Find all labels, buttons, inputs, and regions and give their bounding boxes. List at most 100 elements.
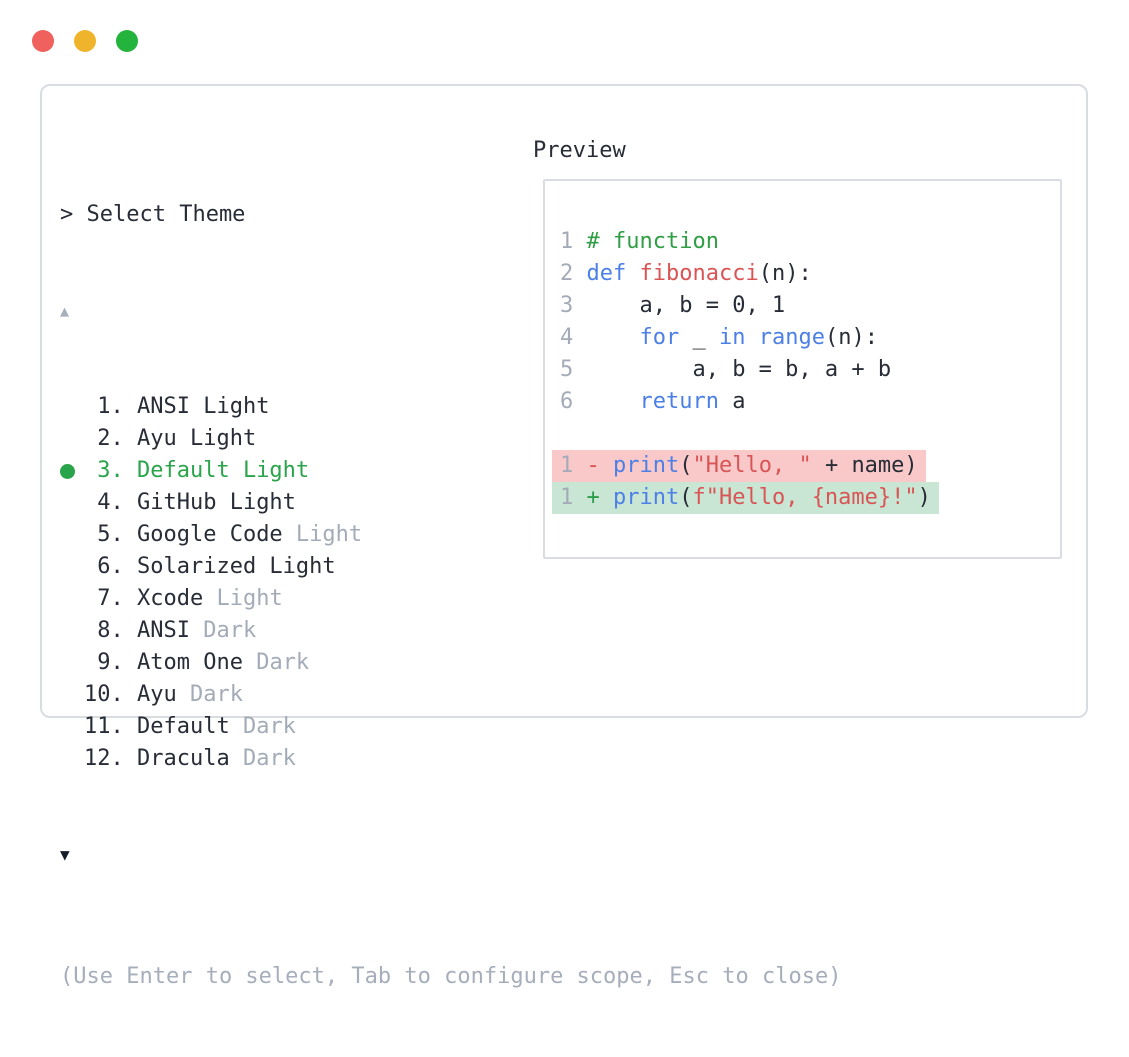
code-token: "Hello, " xyxy=(692,453,812,478)
row-gutter xyxy=(60,583,84,615)
theme-option-atom-one-dark[interactable]: 9. Atom One Dark xyxy=(60,647,841,679)
triangle-up-icon: ▲ xyxy=(60,302,70,320)
selected-indicator-dot xyxy=(60,463,75,479)
code-token: print xyxy=(613,453,680,478)
row-gutter xyxy=(60,647,84,679)
triangle-down-icon: ▼ xyxy=(60,845,70,864)
theme-name: Atom One xyxy=(136,650,243,675)
line-number: 4 xyxy=(560,325,587,350)
code-token: + name) xyxy=(811,453,918,478)
code-token: a, b = 0, 1 xyxy=(586,293,786,318)
theme-number: 5. xyxy=(84,522,137,547)
line-number: 1 xyxy=(560,485,587,510)
theme-name-variant: Dark xyxy=(242,650,310,675)
code-token: print xyxy=(613,485,680,510)
scroll-down-indicator[interactable]: ▼ xyxy=(60,839,841,871)
line-number: 2 xyxy=(560,261,587,286)
row-gutter xyxy=(60,711,84,743)
theme-name: Default xyxy=(136,714,230,739)
scroll-up-indicator[interactable]: ▲ xyxy=(60,295,841,327)
code-token: _ xyxy=(679,325,719,350)
code-line-2: 2 def fibonacci(n): xyxy=(560,258,1060,290)
theme-name: GitHub Light xyxy=(136,490,296,515)
theme-name: Solarized Light xyxy=(136,554,336,579)
code-token: fibonacci xyxy=(639,261,759,286)
zoom-window-button[interactable] xyxy=(116,30,138,52)
code-token: a, b = b, a + b xyxy=(586,357,892,382)
theme-name: Ayu Light xyxy=(136,426,257,451)
theme-name-variant: Dark xyxy=(229,714,296,739)
theme-option-google-code-light[interactable]: 5. Google Code Light xyxy=(60,519,841,551)
theme-name: Xcode xyxy=(136,586,204,611)
diff-highlight-add: 1 + print(f"Hello, {name}!") xyxy=(552,482,939,514)
code-token: - xyxy=(586,453,600,478)
theme-name-variant: Dark xyxy=(176,682,243,707)
minimize-window-button[interactable] xyxy=(74,30,96,52)
theme-name-variant: Dark xyxy=(229,746,296,771)
theme-option-xcode-light[interactable]: 7. Xcode Light xyxy=(60,583,841,615)
theme-number: 3. xyxy=(84,458,137,483)
code-line-6: 6 return a xyxy=(560,386,1060,418)
row-gutter xyxy=(60,423,84,455)
theme-number: 9. xyxy=(84,650,137,675)
theme-name: ANSI Light xyxy=(136,394,270,419)
theme-name-variant: Light xyxy=(203,586,283,611)
theme-option-ansi-dark[interactable]: 8. ANSI Dark xyxy=(60,615,841,647)
diff-removed-line: 1 - print("Hello, " + name) xyxy=(552,450,1060,482)
code-token: a xyxy=(718,389,746,414)
code-token: + xyxy=(586,485,600,510)
theme-number: 4. xyxy=(84,490,137,515)
row-gutter xyxy=(60,519,84,551)
line-number: 6 xyxy=(560,389,587,414)
code-token: ( xyxy=(679,485,693,510)
code-token xyxy=(600,453,613,478)
code-token: for xyxy=(639,325,680,350)
line-number: 5 xyxy=(560,357,587,382)
theme-picker-panel: > Select Theme ▲ 1. ANSI Light 2. Ayu Li… xyxy=(40,84,1088,989)
line-number: 1 xyxy=(560,453,587,478)
close-window-button[interactable] xyxy=(32,30,54,52)
code-token: in xyxy=(718,325,746,350)
code-token xyxy=(600,485,613,510)
row-gutter xyxy=(60,487,84,519)
theme-option-github-light[interactable]: 4. GitHub Light xyxy=(60,487,841,519)
window-controls xyxy=(32,30,138,52)
theme-option-default-light[interactable]: 3. Default Light xyxy=(60,455,841,487)
theme-option-dracula-dark[interactable]: 12. Dracula Dark xyxy=(60,743,841,775)
theme-number: 11. xyxy=(84,714,137,739)
theme-name-variant: Light xyxy=(282,522,363,547)
code-token xyxy=(587,389,640,414)
theme-option-ayu-light[interactable]: 2. Ayu Light xyxy=(60,423,841,455)
code-token: return xyxy=(639,389,719,414)
select-theme-prompt: > Select Theme xyxy=(60,202,246,227)
code-token: def xyxy=(586,261,627,286)
theme-option-ansi-light[interactable]: 1. ANSI Light xyxy=(60,391,841,423)
code-token: (n): xyxy=(758,261,812,286)
theme-number: 7. xyxy=(84,586,137,611)
code-line-1: 1 # function xyxy=(560,226,1060,258)
preview-heading: Preview xyxy=(533,138,626,163)
theme-option-ayu-dark[interactable]: 10. Ayu Dark xyxy=(60,679,841,711)
code-token: ( xyxy=(679,453,693,478)
theme-name-variant: Dark xyxy=(189,618,257,643)
code-blank-line xyxy=(560,418,1060,450)
theme-number: 10. xyxy=(84,682,137,707)
code-token xyxy=(587,325,640,350)
theme-option-default-dark[interactable]: 11. Default Dark xyxy=(60,711,841,743)
diff-highlight-del: 1 - print("Hello, " + name) xyxy=(552,450,926,482)
code-line-5: 5 a, b = b, a + b xyxy=(560,354,1060,386)
theme-name: Google Code xyxy=(136,522,283,547)
code-line-3: 3 a, b = 0, 1 xyxy=(560,290,1060,322)
code-token xyxy=(745,325,758,350)
theme-number: 6. xyxy=(84,554,137,579)
row-gutter xyxy=(60,551,84,583)
theme-number: 12. xyxy=(84,746,137,771)
theme-name: Dracula xyxy=(136,746,230,771)
row-gutter xyxy=(60,615,84,647)
code-token xyxy=(626,261,639,286)
theme-number: 2. xyxy=(84,426,137,451)
theme-option-solarized-light[interactable]: 6. Solarized Light xyxy=(60,551,841,583)
code-token: (n): xyxy=(824,325,878,350)
